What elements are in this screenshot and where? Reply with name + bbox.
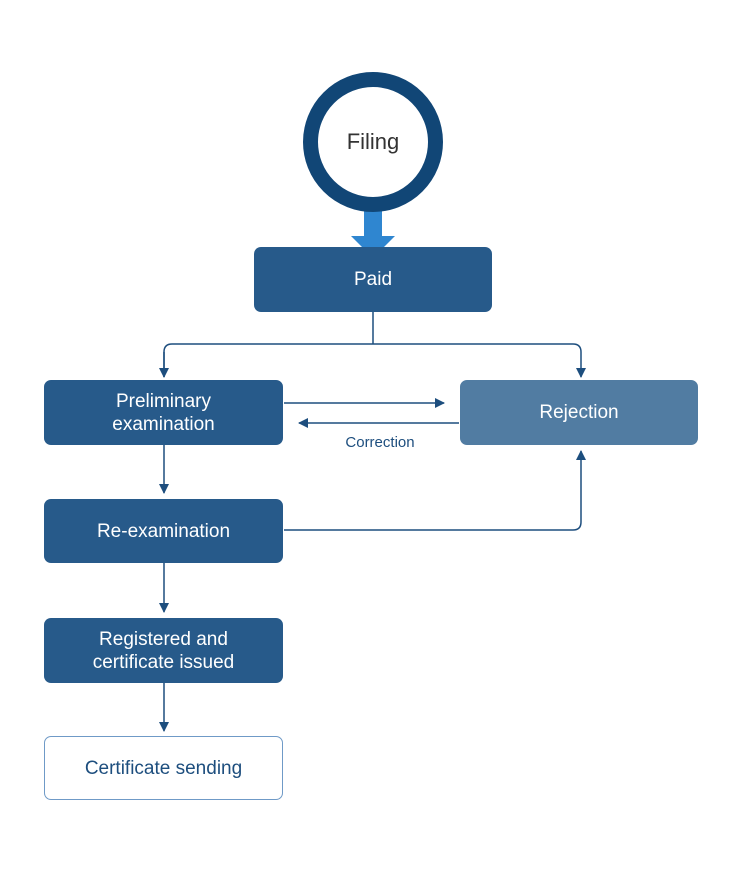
reexamination-to-rejection-arrow xyxy=(284,450,586,531)
paid-node: Paid xyxy=(254,247,492,312)
rejection-label: Rejection xyxy=(539,402,619,423)
filing-label: Filing xyxy=(346,129,400,154)
paid-split-connector xyxy=(163,312,581,377)
reexamination-node: Re-examination xyxy=(44,499,283,563)
paid-label: Paid xyxy=(353,269,393,290)
rejection-node: Rejection xyxy=(460,380,698,445)
registered-label: Registered and certificate issued xyxy=(92,628,235,673)
filing-node: Filing xyxy=(303,72,443,212)
registered-node: Registered and certificate issued xyxy=(44,618,283,683)
preliminary-examination-node: Preliminary examination xyxy=(44,380,283,445)
certificate-sending-label: Certificate sending xyxy=(84,757,243,779)
correction-label: Correction xyxy=(345,434,415,451)
preliminary-examination-label: Preliminary examination xyxy=(112,390,215,435)
certificate-sending-node: Certificate sending xyxy=(44,736,283,800)
reexamination-label: Re-examination xyxy=(96,520,231,542)
